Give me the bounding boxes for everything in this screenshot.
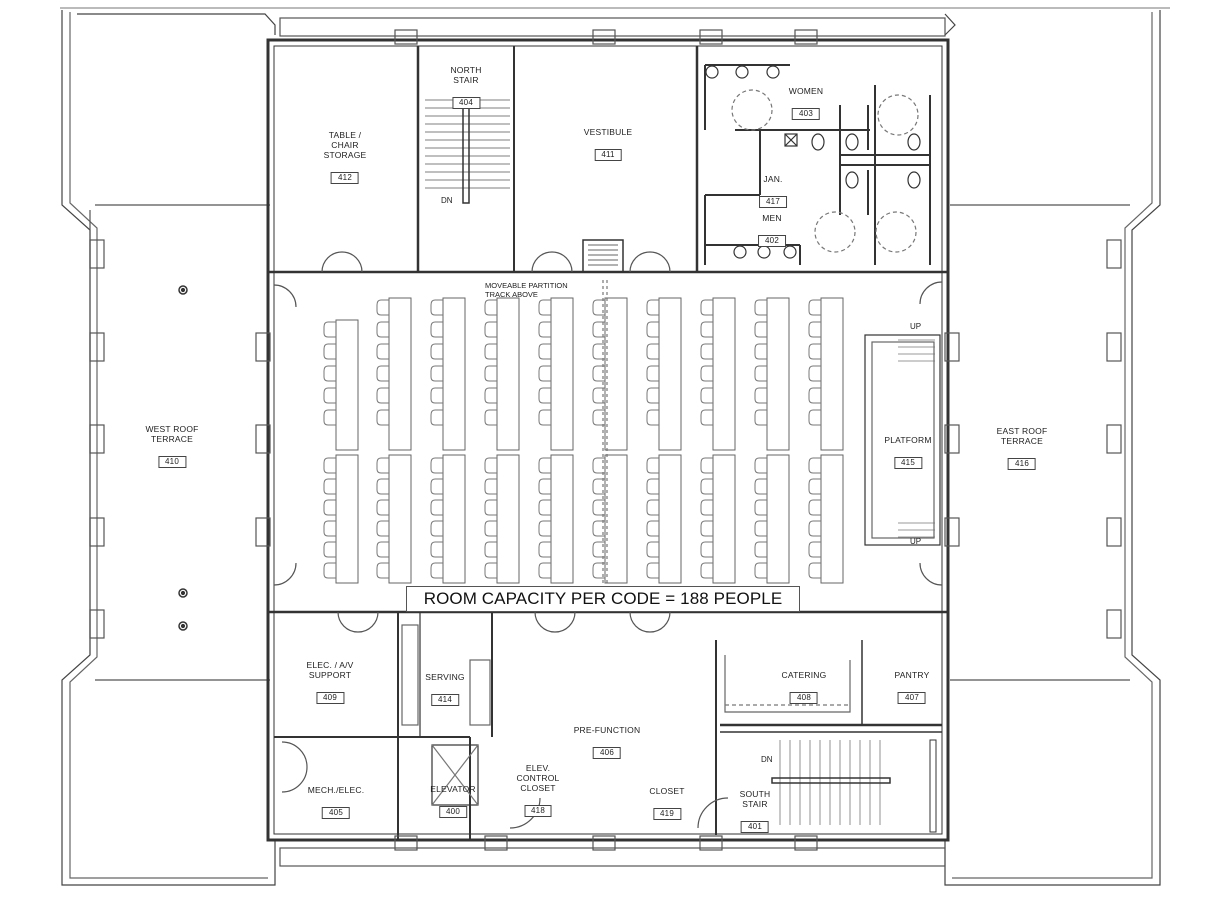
room-number: 415 bbox=[894, 457, 922, 469]
room-name: MEN bbox=[762, 213, 782, 223]
room-number: 403 bbox=[792, 108, 820, 120]
room-number: 406 bbox=[593, 747, 621, 759]
room-number: 404 bbox=[452, 97, 480, 109]
room-name: NORTH STAIR bbox=[450, 65, 482, 85]
room-north-stair: NORTH STAIR 404 bbox=[450, 55, 481, 109]
capacity-note: ROOM CAPACITY PER CODE = 188 PEOPLE bbox=[406, 586, 800, 612]
room-name: CATERING bbox=[781, 670, 827, 680]
room-number: 410 bbox=[158, 456, 186, 468]
room-number: 407 bbox=[898, 692, 926, 704]
room-catering: CATERING 408 bbox=[782, 660, 827, 704]
room-name: SERVING bbox=[425, 672, 465, 682]
room-number: 412 bbox=[331, 172, 359, 184]
room-east-roof-terrace: EAST ROOF TERRACE 416 bbox=[997, 416, 1048, 470]
room-closet: CLOSET 419 bbox=[649, 776, 684, 820]
room-men: MEN 402 bbox=[758, 203, 786, 247]
room-name: PANTRY bbox=[894, 670, 930, 680]
room-elec-av-support: ELEC. / A/V SUPPORT 409 bbox=[306, 650, 353, 704]
room-south-stair: SOUTH STAIR 401 bbox=[740, 779, 771, 833]
platform-up-mark-bottom: UP bbox=[910, 537, 922, 546]
room-vestibule: VESTIBULE 411 bbox=[584, 117, 633, 161]
room-number: 409 bbox=[316, 692, 344, 704]
south-stair-dn-mark: DN bbox=[761, 755, 773, 764]
room-number: 405 bbox=[322, 807, 350, 819]
room-number: 419 bbox=[653, 808, 681, 820]
room-number: 411 bbox=[594, 149, 622, 161]
room-name: PLATFORM bbox=[884, 435, 932, 445]
room-number: 416 bbox=[1008, 458, 1036, 470]
north-stair-dn-mark: DN bbox=[441, 196, 453, 205]
room-name: SOUTH STAIR bbox=[739, 789, 771, 809]
room-table-chair-storage: TABLE / CHAIR STORAGE 412 bbox=[324, 120, 367, 184]
room-women: WOMEN 403 bbox=[789, 76, 824, 120]
room-west-roof-terrace: WEST ROOF TERRACE 410 bbox=[145, 414, 198, 468]
room-number: 418 bbox=[524, 805, 552, 817]
room-pantry: PANTRY 407 bbox=[895, 660, 930, 704]
room-number: 402 bbox=[758, 235, 786, 247]
room-number: 417 bbox=[759, 196, 787, 208]
room-mech-elec: MECH./ELEC. 405 bbox=[308, 775, 365, 819]
room-name: PRE-FUNCTION bbox=[573, 725, 641, 735]
room-name: TABLE / CHAIR STORAGE bbox=[323, 130, 367, 160]
room-number: 414 bbox=[431, 694, 459, 706]
room-number: 400 bbox=[439, 806, 467, 818]
room-elev-control-closet: ELEV. CONTROL CLOSET 418 bbox=[517, 753, 560, 817]
platform-up-mark-top: UP bbox=[910, 322, 922, 331]
room-platform: PLATFORM 415 bbox=[884, 425, 931, 469]
room-name: MECH./ELEC. bbox=[307, 785, 365, 795]
room-number: 401 bbox=[741, 821, 769, 833]
room-name: CLOSET bbox=[649, 786, 685, 796]
partition-note: MOVEABLE PARTITION TRACK ABOVE bbox=[485, 281, 568, 299]
room-pre-function: PRE-FUNCTION 406 bbox=[574, 715, 641, 759]
room-name: ELEC. / A/V SUPPORT bbox=[306, 660, 354, 680]
room-name: ELEVATOR bbox=[430, 784, 476, 794]
room-name: JAN. bbox=[763, 174, 783, 184]
room-name: VESTIBULE bbox=[583, 127, 633, 137]
room-number: 408 bbox=[790, 692, 818, 704]
room-elevator: ELEVATOR 400 bbox=[430, 774, 476, 818]
room-janitor: JAN. 417 bbox=[759, 164, 787, 208]
room-name: WEST ROOF TERRACE bbox=[145, 424, 199, 444]
room-name: EAST ROOF TERRACE bbox=[996, 426, 1048, 446]
room-name: ELEV. CONTROL CLOSET bbox=[516, 763, 560, 793]
room-serving: SERVING 414 bbox=[425, 662, 465, 706]
room-name: WOMEN bbox=[788, 86, 824, 96]
